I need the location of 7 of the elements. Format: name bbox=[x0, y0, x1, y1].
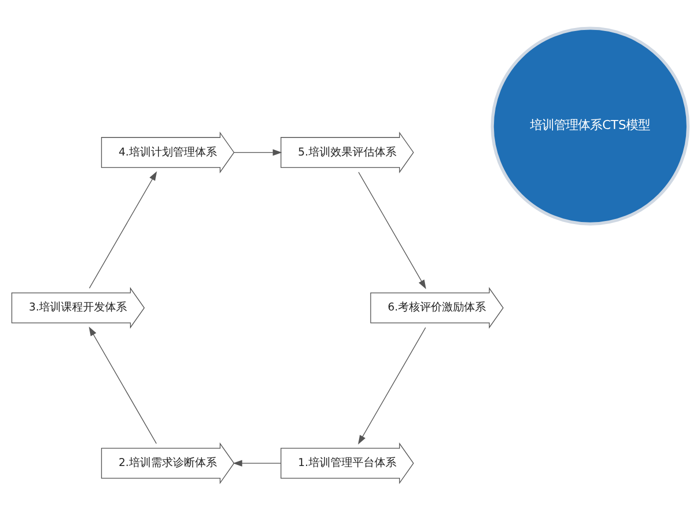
arrow bbox=[89, 170, 157, 288]
arrow bbox=[234, 148, 282, 156]
arrow bbox=[232, 460, 282, 466]
arrow bbox=[358, 171, 426, 289]
node-circle: 培训管理体系CTS模型 bbox=[490, 26, 690, 225]
arrow bbox=[358, 326, 426, 444]
arrow bbox=[88, 326, 157, 444]
